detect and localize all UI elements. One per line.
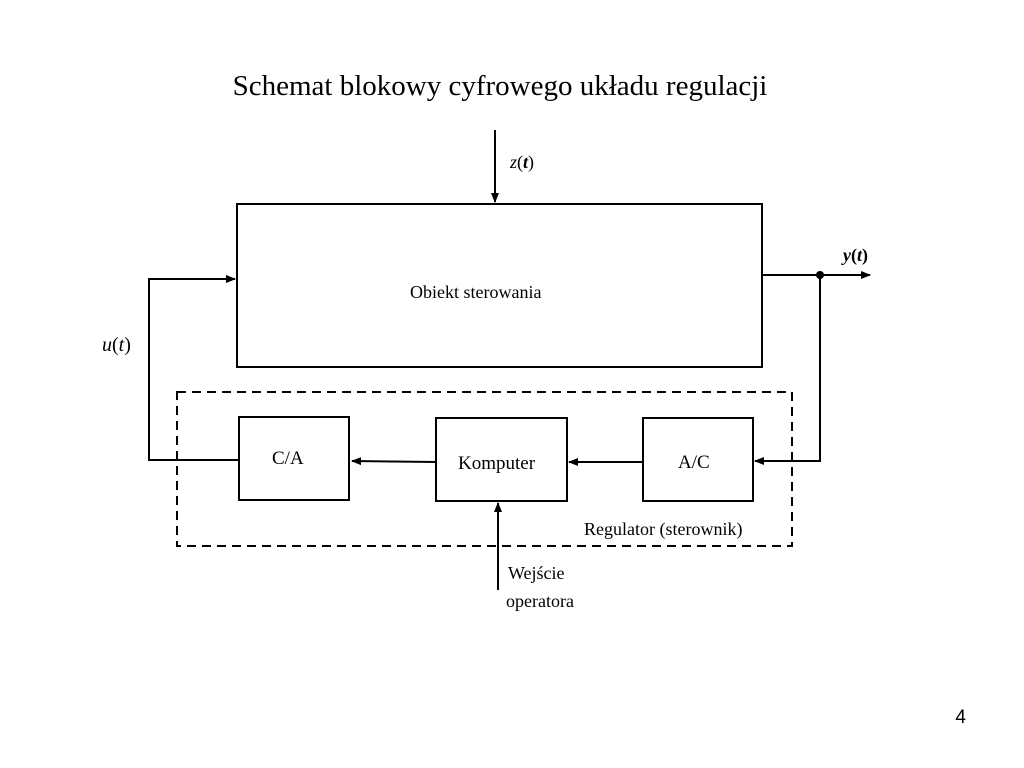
computer-block xyxy=(435,417,568,502)
disturbance-symbol: z xyxy=(510,152,518,172)
regulator-group-border xyxy=(176,391,793,547)
output-symbol: y xyxy=(843,245,851,265)
control-label: u(t) xyxy=(102,334,131,356)
adc-label: A/C xyxy=(678,452,710,473)
page-number: 4 xyxy=(955,707,966,728)
control-arg: t xyxy=(118,334,125,356)
output-arg: t xyxy=(857,245,863,265)
operator-input-label-line2: operatora xyxy=(506,591,574,611)
computer-to-dac-arrow xyxy=(351,457,437,466)
slide-title: Schemat blokowy cyfrowego układu regulac… xyxy=(232,70,768,102)
operator-input-label-line1: Wejście xyxy=(508,563,565,583)
plant-block xyxy=(236,203,763,368)
disturbance-arg: t xyxy=(523,152,529,172)
regulator-group-label: Regulator (sterownik) xyxy=(584,519,743,539)
plant-label: Obiekt sterowania xyxy=(410,282,542,302)
control-symbol: u xyxy=(102,334,112,356)
output-label: y(t) xyxy=(843,245,869,265)
dac-label: C/A xyxy=(272,448,304,469)
dac-block xyxy=(238,416,350,501)
adc-block xyxy=(642,417,754,502)
computer-label: Komputer xyxy=(458,453,536,474)
disturbance-label: z(t) xyxy=(510,152,535,172)
control-signal-line xyxy=(148,275,239,461)
feedback-line xyxy=(754,275,821,465)
